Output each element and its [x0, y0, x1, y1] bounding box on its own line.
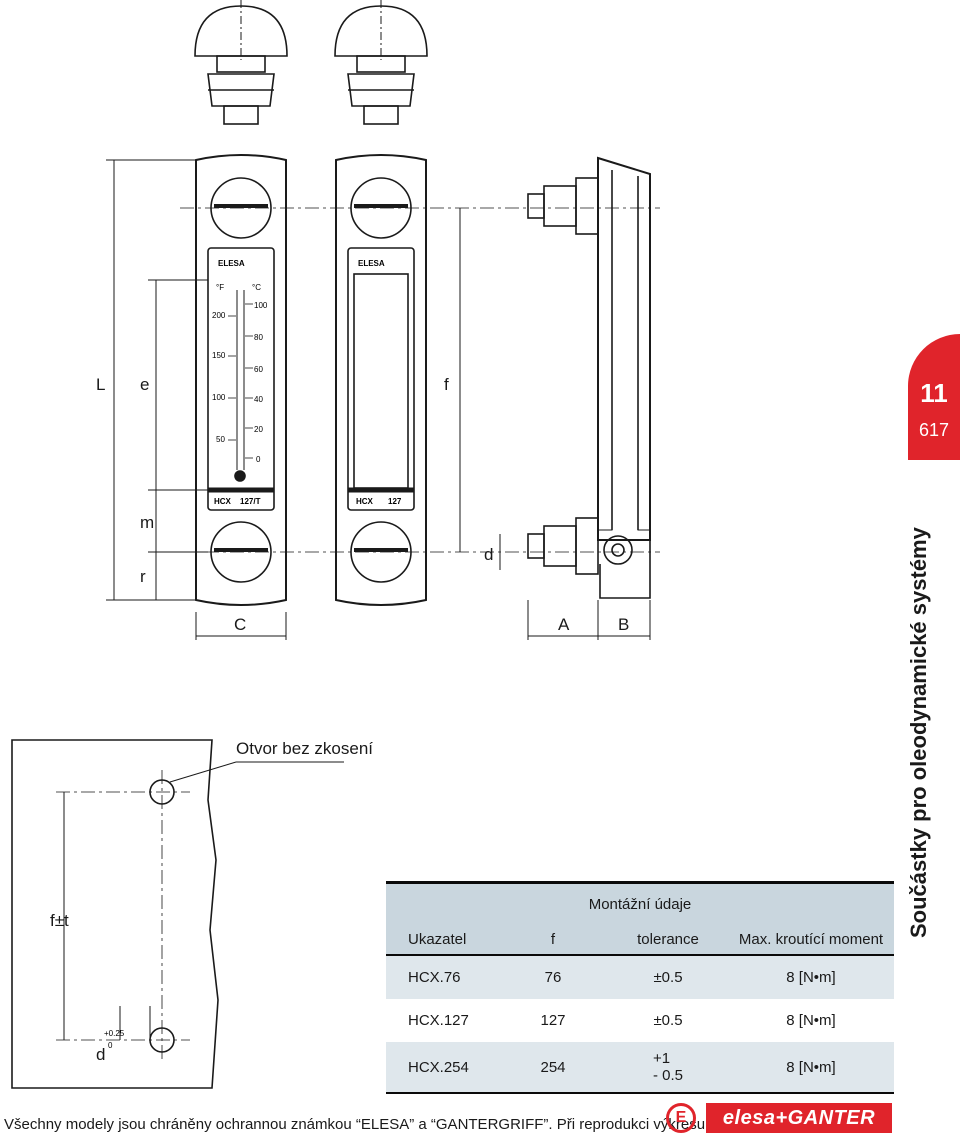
dim-B-label: B [618, 615, 629, 634]
c-tick-2: 60 [254, 365, 263, 374]
cell-moment: 8 [N•m] [786, 1012, 836, 1029]
dimension-lines [106, 159, 651, 640]
side-tab [908, 334, 960, 1140]
thermometer-ticks [228, 303, 253, 459]
header-f: f [550, 930, 556, 948]
c-tick-4: 20 [254, 425, 263, 434]
c-tick-1: 80 [254, 333, 263, 342]
dim-dtol-zero: 0 [108, 1041, 113, 1050]
center-lines [180, 207, 660, 553]
dim-dtol-plus: +0.25 [104, 1029, 125, 1038]
gauge-right-body [335, 154, 427, 606]
table-row: HCX.76 76 ±0.5 8 [N•m] [386, 956, 894, 999]
brand-logo: E elesa+GANTER [666, 1099, 896, 1137]
gauge-left-unit-c: °C [252, 283, 261, 292]
cell-model: HCX.127 [408, 1012, 469, 1029]
cell-tolerance: ±0.5 [653, 1012, 683, 1029]
c-tick-0: 100 [254, 301, 268, 310]
section-title: Součástky pro oleodynamické systémy [906, 527, 931, 938]
table-header-row: Ukazatel f tolerance Max. kroutící momen… [386, 924, 894, 956]
header-model: Ukazatel [408, 930, 467, 948]
dim-L-label: L [96, 375, 105, 394]
brand-mark-icon: E [666, 1103, 696, 1133]
dim-m-label: m [140, 513, 154, 532]
brand-name: elesa+GANTER [706, 1103, 892, 1133]
gauge-left-model-num: 127/T [240, 497, 261, 506]
dim-e-label: e [140, 375, 149, 394]
header-tolerance: tolerance [637, 930, 699, 948]
dim-ft-label: f±t [50, 911, 69, 930]
gauge-left-brand: ELESA [218, 259, 245, 268]
gauge-side-view [527, 156, 651, 599]
c-tick-3: 40 [254, 395, 263, 404]
knob-right [334, 0, 428, 125]
mounting-data-table: Montážní údaje Ukazatel f tolerance Max.… [386, 881, 894, 1094]
dim-d-label: d [484, 545, 493, 564]
gauge-right-brand: ELESA [358, 259, 385, 268]
hole-note: Otvor bez zkosení [236, 739, 373, 758]
header-moment: Max. kroutící moment [738, 930, 884, 948]
gauge-left-model: HCX [214, 497, 232, 506]
cell-tolerance: +1 - 0.5 [608, 1050, 728, 1084]
f-tick-2: 100 [212, 393, 226, 402]
dim-r-label: r [140, 567, 146, 586]
f-tick-0: 200 [212, 311, 226, 320]
gauge-left-unit-f: °F [216, 283, 224, 292]
cell-f: 254 [540, 1058, 566, 1076]
cell-moment: 8 [N•m] [786, 969, 836, 986]
f-tick-3: 50 [216, 435, 225, 444]
page-number: 617 [918, 420, 950, 440]
gauge-right-model: HCX [356, 497, 374, 506]
table-row: HCX.127 127 ±0.5 8 [N•m] [386, 999, 894, 1042]
cell-f: 76 [544, 969, 562, 986]
dim-C-label: C [234, 615, 246, 634]
tolerance-minus: - 0.5 [652, 1067, 683, 1084]
cell-tolerance: ±0.5 [653, 969, 683, 986]
gauge-right-model-num: 127 [388, 497, 402, 506]
gauge-left-body [195, 154, 287, 606]
section-number: 11 [920, 378, 948, 408]
c-tick-5: 0 [256, 455, 261, 464]
cell-model: HCX.76 [408, 969, 461, 986]
knob-left [194, 0, 288, 125]
cell-moment: 8 [N•m] [786, 1058, 836, 1076]
cell-model: HCX.254 [408, 1058, 469, 1076]
f-tick-1: 150 [212, 351, 226, 360]
dim-dtol-label: d [96, 1045, 105, 1064]
dim-A-label: A [558, 615, 570, 634]
tolerance-plus: +1 [652, 1050, 671, 1067]
dim-f-label: f [444, 375, 449, 394]
trademark-note: Všechny modely jsou chráněny ochrannou z… [4, 1116, 832, 1133]
cell-f: 127 [540, 1012, 566, 1029]
section-tab: 11 617 [908, 334, 960, 460]
table-title: Montážní údaje [386, 881, 894, 924]
table-row: HCX.254 254 +1 - 0.5 8 [N•m] [386, 1042, 894, 1094]
mounting-panel [11, 739, 344, 1089]
